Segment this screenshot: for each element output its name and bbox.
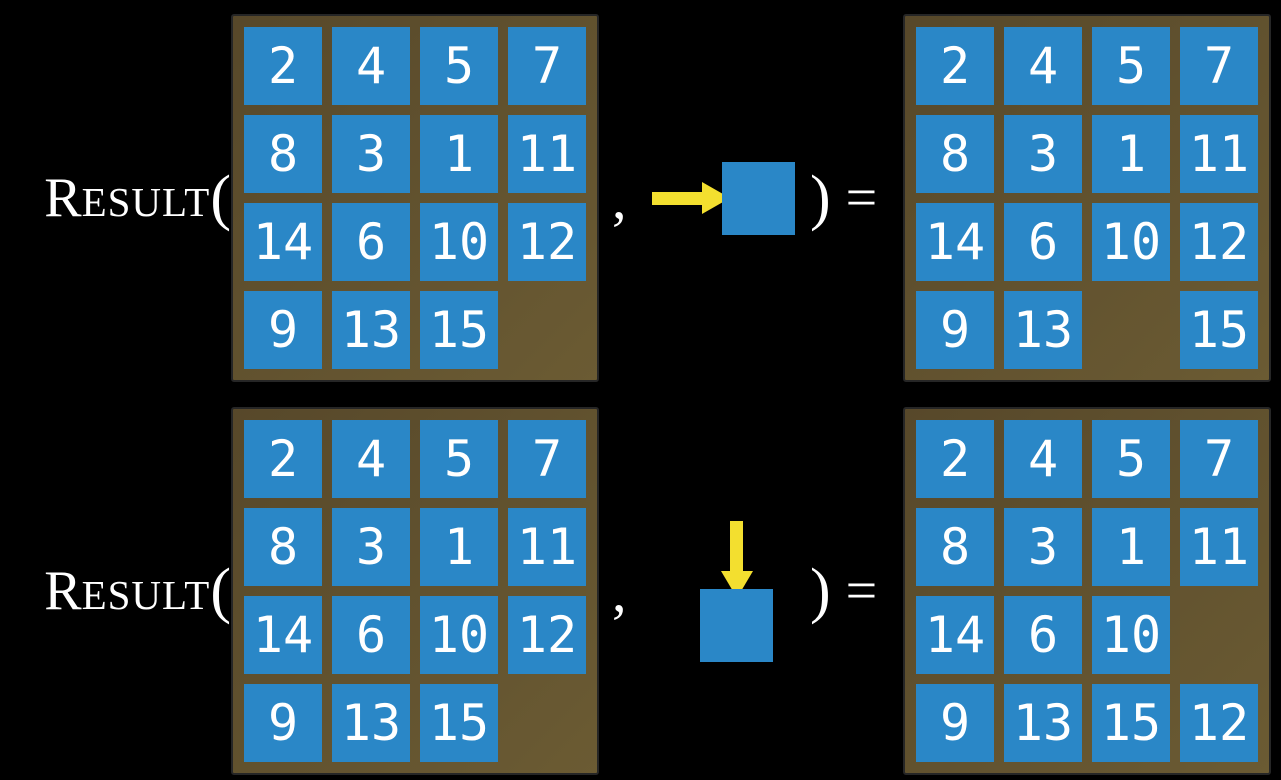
tile-3: 3 — [1004, 508, 1082, 586]
tile-1: 1 — [1092, 115, 1170, 193]
tile-14: 14 — [916, 203, 994, 281]
tile-11: 11 — [1180, 508, 1258, 586]
tile-13: 13 — [332, 291, 410, 369]
tile-6: 6 — [332, 203, 410, 281]
tile-7: 7 — [508, 420, 586, 498]
tile-2: 2 — [916, 27, 994, 105]
tile-14: 14 — [916, 596, 994, 674]
comma-separator: , — [612, 165, 627, 231]
close-paren: ) — [810, 557, 831, 625]
empty-cell — [508, 684, 586, 762]
function-name: RESULT — [44, 560, 211, 622]
equals-sign: = — [845, 560, 878, 622]
tile-14: 14 — [244, 596, 322, 674]
tile-15: 15 — [1092, 684, 1170, 762]
action-tile-square — [700, 588, 773, 662]
tile-2: 2 — [244, 420, 322, 498]
tile-2: 2 — [916, 420, 994, 498]
tile-9: 9 — [244, 684, 322, 762]
tile-14: 14 — [244, 203, 322, 281]
tile-11: 11 — [1180, 115, 1258, 193]
tile-4: 4 — [1004, 420, 1082, 498]
result-function-label: RESULT( — [0, 14, 231, 382]
result-function-label: RESULT( — [0, 407, 231, 775]
equals-sign: = — [845, 167, 878, 229]
open-paren: ( — [210, 164, 231, 232]
tile-1: 1 — [420, 115, 498, 193]
tile-8: 8 — [244, 115, 322, 193]
move-down-action — [700, 407, 773, 775]
tile-7: 7 — [508, 27, 586, 105]
tile-6: 6 — [1004, 596, 1082, 674]
tile-10: 10 — [1092, 596, 1170, 674]
action-tile-square — [722, 161, 795, 235]
tile-10: 10 — [420, 596, 498, 674]
empty-cell — [1092, 291, 1170, 369]
tile-11: 11 — [508, 508, 586, 586]
tile-4: 4 — [1004, 27, 1082, 105]
tile-5: 5 — [420, 420, 498, 498]
tile-6: 6 — [1004, 203, 1082, 281]
tile-8: 8 — [244, 508, 322, 586]
open-paren: ( — [210, 557, 231, 625]
close-paren-equals: ) = — [810, 14, 877, 382]
tile-10: 10 — [420, 203, 498, 281]
tile-7: 7 — [1180, 420, 1258, 498]
tile-12: 12 — [508, 596, 586, 674]
tile-7: 7 — [1180, 27, 1258, 105]
tile-9: 9 — [244, 291, 322, 369]
right-arrow-icon — [652, 182, 730, 214]
tile-3: 3 — [332, 115, 410, 193]
tile-5: 5 — [420, 27, 498, 105]
tile-3: 3 — [332, 508, 410, 586]
close-paren: ) — [810, 164, 831, 232]
tile-15: 15 — [420, 291, 498, 369]
function-name: RESULT — [44, 167, 211, 229]
tile-12: 12 — [1180, 203, 1258, 281]
tile-1: 1 — [1092, 508, 1170, 586]
tile-4: 4 — [332, 27, 410, 105]
tile-13: 13 — [1004, 684, 1082, 762]
tile-12: 12 — [1180, 684, 1258, 762]
tile-9: 9 — [916, 291, 994, 369]
tile-15: 15 — [1180, 291, 1258, 369]
tile-2: 2 — [244, 27, 322, 105]
tile-3: 3 — [1004, 115, 1082, 193]
tile-13: 13 — [332, 684, 410, 762]
tile-5: 5 — [1092, 27, 1170, 105]
tile-1: 1 — [420, 508, 498, 586]
tile-11: 11 — [508, 115, 586, 193]
tile-4: 4 — [332, 420, 410, 498]
tile-8: 8 — [916, 508, 994, 586]
move-right-action — [652, 14, 795, 382]
tile-12: 12 — [508, 203, 586, 281]
tile-8: 8 — [916, 115, 994, 193]
tile-5: 5 — [1092, 420, 1170, 498]
tile-10: 10 — [1092, 203, 1170, 281]
empty-cell — [508, 291, 586, 369]
empty-cell — [1180, 596, 1258, 674]
tile-9: 9 — [916, 684, 994, 762]
tile-15: 15 — [420, 684, 498, 762]
tile-6: 6 — [332, 596, 410, 674]
comma-separator: , — [612, 558, 627, 624]
close-paren-equals: ) = — [810, 407, 877, 775]
tile-13: 13 — [1004, 291, 1082, 369]
down-arrow-icon — [720, 520, 753, 598]
